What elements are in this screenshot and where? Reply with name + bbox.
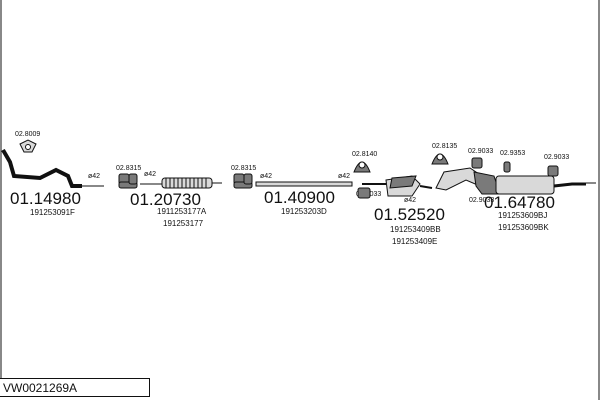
clamp-icon [471,157,483,169]
gasket-icon [19,139,37,153]
front-pipe-code: 191253091F [30,208,75,217]
clamp-part-number: 02.9033 [469,197,494,204]
clamp-part-number: 02.9033 [468,148,493,155]
center-muffler-code-b: 191253409E [392,237,437,246]
diameter-label: ø42 [404,197,416,204]
rear-muffler-number: 01.64780 [484,193,555,212]
catalog-code-box: VW0021269A [0,378,150,397]
diameter-label: ø42 [88,173,100,180]
hanger-part-number: 02.8135 [432,143,457,150]
rear-muffler-part [435,167,596,195]
clamp-icon [503,161,511,173]
middle-pipe-group: 02.8315 ø42 ø42 01.40900 191253203D [231,165,353,216]
clamp-part-number: 02.8315 [116,165,141,172]
clamp-icon [357,187,371,199]
flex-pipe-part [161,177,213,189]
flex-pipe-code-a: 1911253177A [157,207,207,216]
clamp-icon [547,165,559,177]
flex-pipe-code-b: 191253177 [163,219,204,228]
clamp-part-number: 02.9033 [544,154,569,161]
diameter-label: ø42 [260,173,272,180]
center-muffler-part [362,175,433,197]
rubber-hanger-icon [353,161,371,173]
front-pipe-group: 02.8009 ø42 01.14980 191253091F [1,131,104,217]
center-muffler-group: 02.8140 02.9033 ø42 01.52520 191253409BB… [352,151,445,246]
center-muffler-code-a: 191253409BB [390,225,441,234]
diameter-label: ø42 [338,173,350,180]
rear-muffler-group: 02.8135 02.9033 02.9353 02.9033 02.9033 … [431,143,596,232]
flex-pipe-number: 01.20730 [130,190,201,209]
rear-muffler-code-a: 191253609BJ [498,211,547,220]
diameter-label: ø42 [144,171,156,178]
clamp-part-number: 02.9353 [500,150,525,157]
clamp-icon [233,173,253,189]
clamp-icon [118,173,138,189]
rear-muffler-code-b: 191253609BK [498,223,549,232]
middle-pipe-number: 01.40900 [264,188,335,207]
center-muffler-number: 01.52520 [374,205,445,224]
flex-pipe-group: 02.8315 ø42 01.20730 1911253177A 1912531… [116,165,222,228]
hanger-part-number: 02.8140 [352,151,377,158]
gasket-part-number: 02.8009 [15,131,40,138]
clamp-part-number: 02.8315 [231,165,256,172]
front-pipe-number: 01.14980 [10,189,81,208]
middle-pipe-part [255,181,353,187]
rubber-hanger-icon [431,153,449,165]
middle-pipe-code: 191253203D [281,207,327,216]
